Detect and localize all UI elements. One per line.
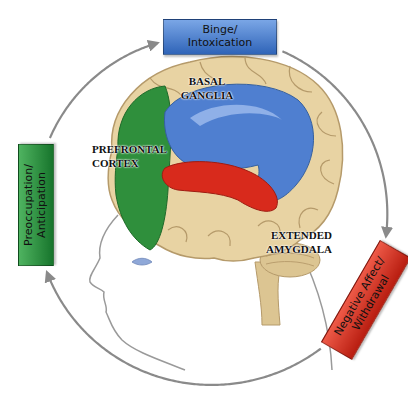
stage-label: Negative Affect/ Withdrawal bbox=[329, 248, 404, 352]
stage-box-withdrawal: Negative Affect/ Withdrawal bbox=[321, 240, 408, 360]
stage-label: Binge/ Intoxication bbox=[169, 24, 271, 49]
stage-label: Preoccupation/ Anticipation bbox=[23, 150, 48, 260]
region-label: BASAL GANGLIA bbox=[170, 74, 244, 103]
basal-ganglia-highlight bbox=[190, 105, 282, 126]
eye bbox=[132, 258, 152, 265]
region-label: PREFRONTAL CORTEX bbox=[92, 142, 182, 171]
stage-box-binge: Binge/ Intoxication bbox=[163, 19, 277, 55]
cycle-arrow bbox=[47, 272, 321, 385]
amygdala-region bbox=[162, 162, 277, 212]
region-label: EXTENDED AMYGDALA bbox=[236, 228, 332, 257]
stage-box-anticipation: Preoccupation/ Anticipation bbox=[18, 144, 54, 266]
brain-outline bbox=[108, 57, 342, 261]
